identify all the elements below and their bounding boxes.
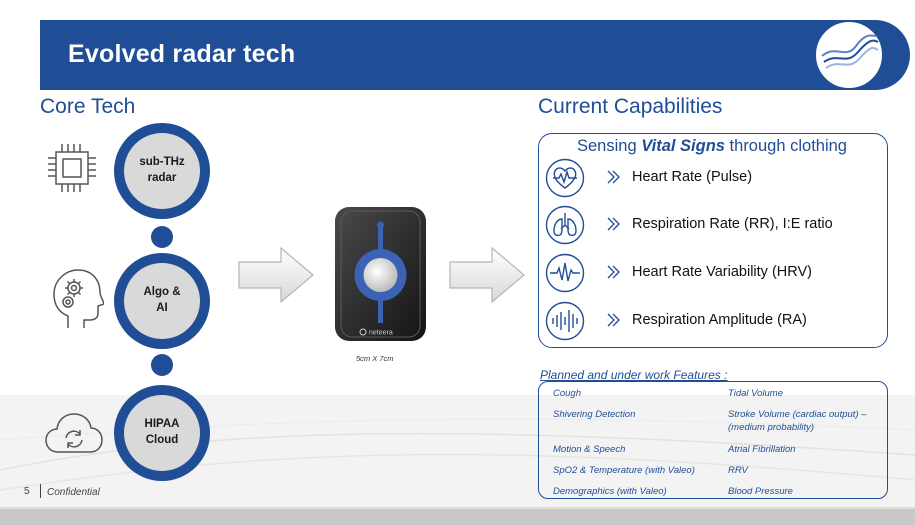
chip-icon xyxy=(44,140,100,201)
chevron-right-icon xyxy=(607,313,620,327)
subheading-suffix: through clothing xyxy=(724,137,847,155)
confidential-label: Confidential xyxy=(47,487,100,498)
head-gears-icon xyxy=(48,266,105,337)
title-banner xyxy=(40,20,910,90)
wave-logo-icon xyxy=(814,20,884,90)
radar-device-image: neteera xyxy=(335,207,426,341)
capability-label: Respiration Rate (RR), I:E ratio xyxy=(632,216,833,232)
heart-pulse-icon xyxy=(545,158,585,198)
device-dimensions: 5cm X 7cm xyxy=(356,354,394,363)
capabilities-box xyxy=(538,133,888,348)
capabilities-heading: Current Capabilities xyxy=(538,95,723,118)
chevron-right-icon xyxy=(607,170,620,184)
slide-title: Evolved radar tech xyxy=(68,40,296,68)
bottom-strip-highlight xyxy=(0,507,915,510)
right-arrow-icon xyxy=(449,246,525,304)
page-number: 5 xyxy=(24,486,30,497)
capability-item: Heart Rate (Pulse) xyxy=(545,158,875,198)
capability-label: Heart Rate (Pulse) xyxy=(632,169,753,185)
subheading-emphasis: Vital Signs xyxy=(641,137,725,155)
core-tech-cloud-label: HIPAA Cloud xyxy=(124,395,200,471)
chevron-right-icon xyxy=(607,217,620,231)
planned-features-box xyxy=(538,381,888,499)
footer-divider xyxy=(40,484,41,498)
core-tech-ai: Algo & AI xyxy=(114,253,210,349)
planned-feature: RRV xyxy=(728,465,748,476)
core-tech-ai-label: Algo & AI xyxy=(124,263,200,339)
right-arrow-icon xyxy=(238,246,314,304)
ecg-wave-icon xyxy=(545,253,585,293)
planned-feature: Tidal Volume xyxy=(728,388,784,399)
connector-dot xyxy=(151,354,173,376)
connector-dot xyxy=(151,226,173,248)
core-tech-radar-label: sub-THz radar xyxy=(124,133,200,209)
planned-features-heading: Planned and under work Features : xyxy=(540,368,728,382)
capability-item: Respiration Rate (RR), I:E ratio xyxy=(545,205,875,245)
cloud-sync-icon xyxy=(44,408,104,465)
capability-item: Heart Rate Variability (HRV) xyxy=(545,253,875,293)
planned-feature: SpO2 & Temperature (with Valeo) xyxy=(553,465,695,476)
planned-feature: Shivering Detection xyxy=(553,409,636,420)
device-brand: neteera xyxy=(369,330,393,337)
planned-feature: Atrial Fibrillation xyxy=(728,444,796,455)
lungs-icon xyxy=(545,205,585,245)
subheading-prefix: Sensing xyxy=(577,137,642,155)
capabilities-subheading: Sensing Vital Signs through clothing xyxy=(577,137,847,156)
planned-feature: Motion & Speech xyxy=(553,444,626,455)
core-tech-radar: sub-THz radar xyxy=(114,123,210,219)
core-tech-cloud: HIPAA Cloud xyxy=(114,385,210,481)
capability-label: Respiration Amplitude (RA) xyxy=(632,312,807,328)
core-tech-heading: Core Tech xyxy=(40,95,136,118)
planned-feature: Cough xyxy=(553,388,581,399)
capability-item: Respiration Amplitude (RA) xyxy=(545,301,875,341)
planned-feature: Demographics (with Valeo) xyxy=(553,486,667,497)
planned-feature: Blood Pressure xyxy=(728,486,793,497)
planned-feature: Stroke Volume (cardiac output) – (medium… xyxy=(728,409,867,434)
chevron-right-icon xyxy=(607,265,620,279)
sound-wave-icon xyxy=(545,301,585,341)
capability-label: Heart Rate Variability (HRV) xyxy=(632,264,812,280)
bottom-strip xyxy=(0,509,915,525)
